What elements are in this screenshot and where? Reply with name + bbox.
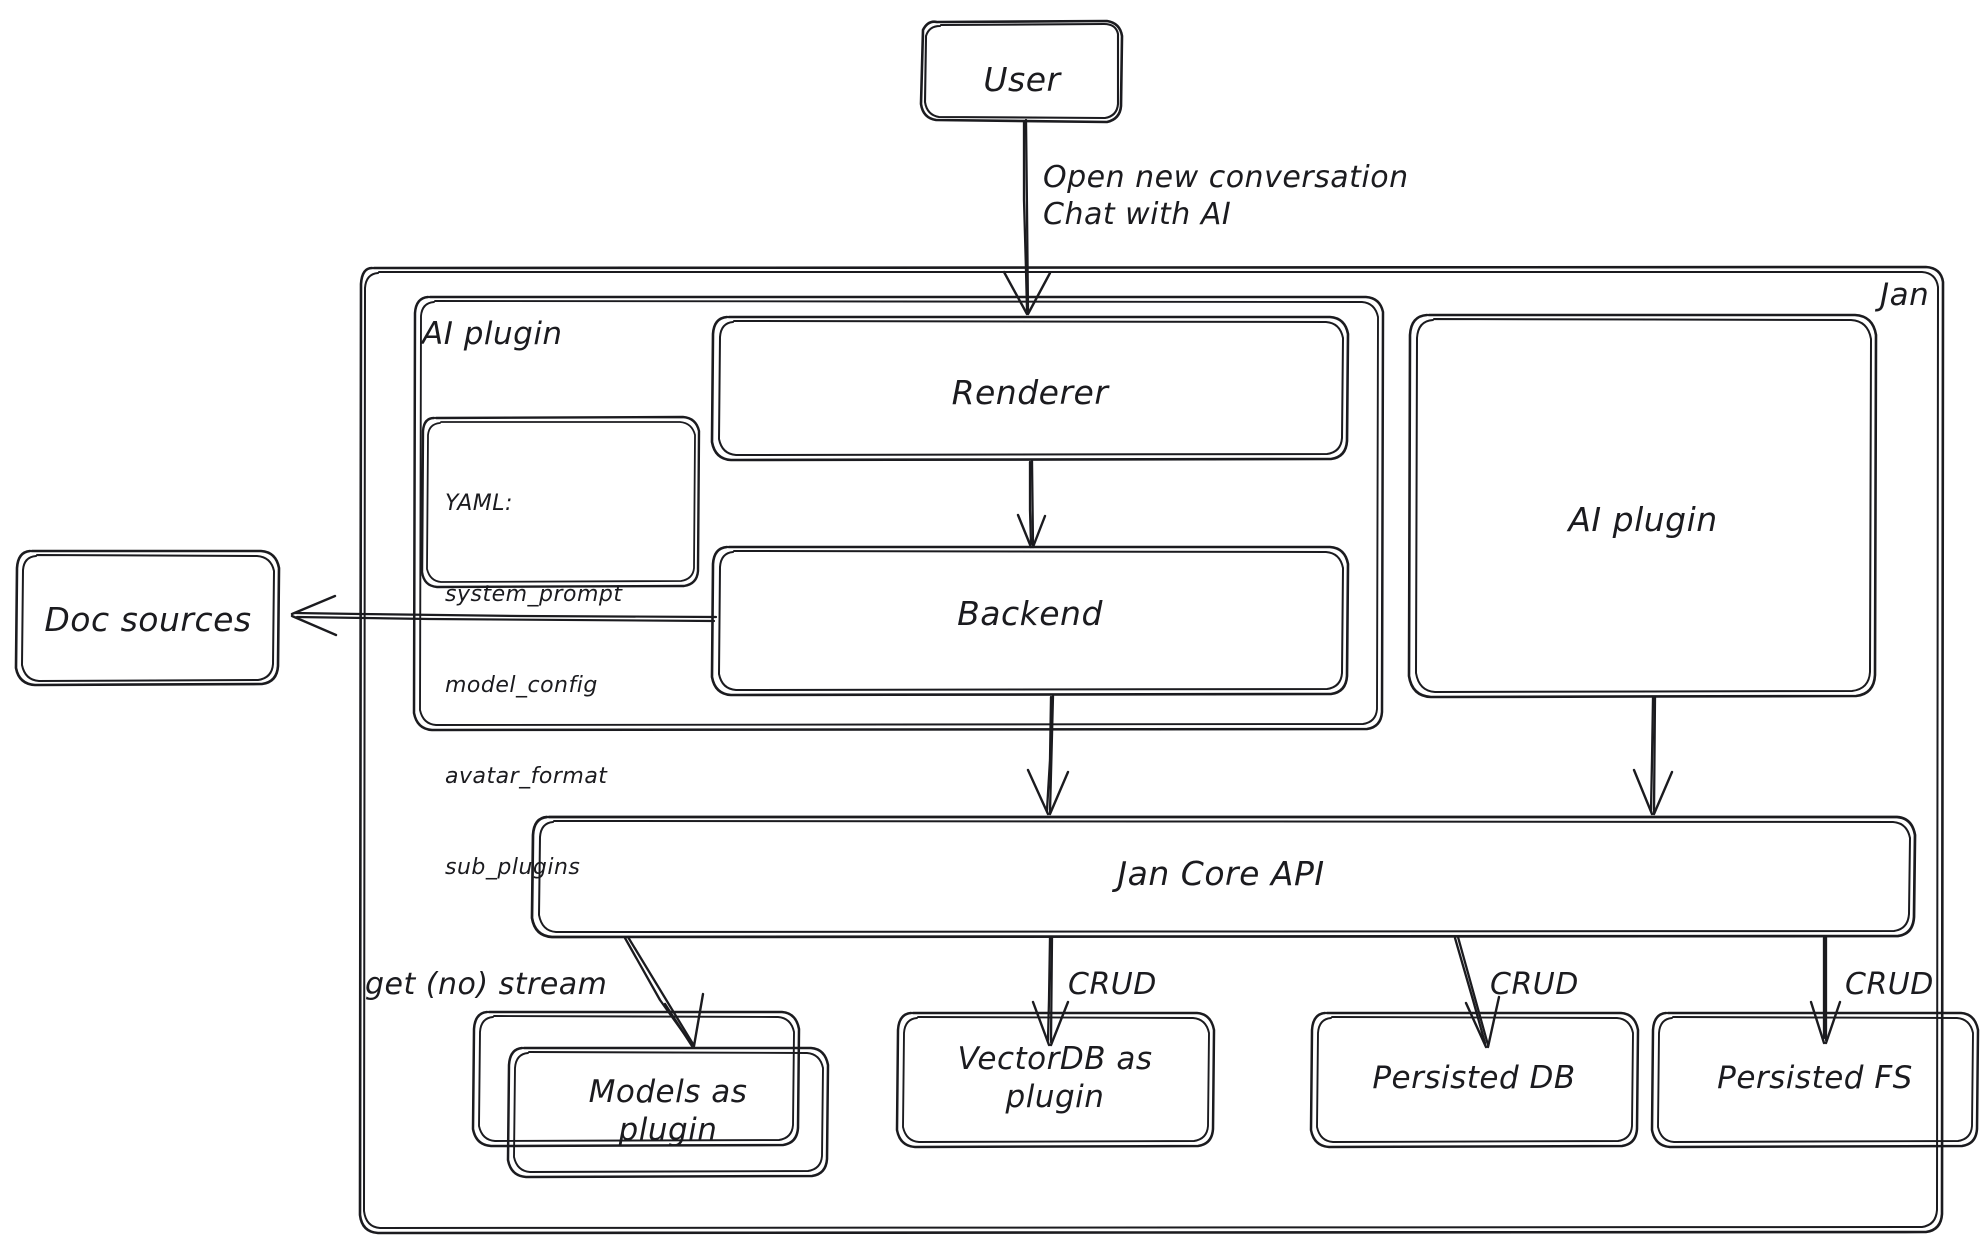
doc-sources-label: Doc sources xyxy=(44,599,252,639)
edge-label-user-to-renderer-text: Open new conversation Chat with AI xyxy=(1043,160,1409,232)
edge-label-core-to-persisted-db: CRUD xyxy=(1490,967,1579,1002)
vectordb-plugin-box-shape xyxy=(895,1011,1216,1149)
jan-container-label: Jan xyxy=(1880,277,1930,313)
edge-label-core-to-vectordb: CRUD xyxy=(1068,967,1157,1002)
ai-plugin-box-shape xyxy=(1407,313,1878,699)
arrow-core-to-persisted-db xyxy=(1453,935,1501,1049)
models-plugin-box-shape xyxy=(471,1010,830,1179)
edge-label-user-to-renderer: Open new conversation Chat with AI xyxy=(1043,160,1409,233)
arrow-core-to-vectordb xyxy=(1031,935,1070,1047)
models-plugin-label: Models as plugin xyxy=(588,1074,748,1148)
yaml-card-head: YAML: xyxy=(445,490,513,516)
edge-label-core-to-models: get (no) stream xyxy=(365,967,608,1002)
doc-sources-box-shape xyxy=(14,549,281,687)
persisted-fs-box-shape xyxy=(1650,1011,1980,1149)
ai-plugin-group-label: AI plugin xyxy=(422,316,563,352)
jan-container-shape xyxy=(358,265,1945,1235)
vectordb-plugin-label: VectorDB as plugin xyxy=(957,1041,1153,1115)
jan-core-api-label: Jan Core API xyxy=(1117,853,1325,893)
jan-core-api-box-shape xyxy=(530,815,1917,939)
backend-label: Backend xyxy=(957,593,1103,633)
persisted-fs-label: Persisted FS xyxy=(1717,1060,1913,1097)
yaml-card-line-3: sub_plugins xyxy=(445,855,581,881)
edge-label-core-to-persisted-fs: CRUD xyxy=(1845,967,1934,1002)
yaml-card-line-0: system_prompt xyxy=(445,581,623,607)
arrow-backend-to-doc-sources xyxy=(290,594,718,637)
user-box-shape xyxy=(919,19,1124,124)
arrow-backend-to-core xyxy=(1026,694,1070,816)
user-label: User xyxy=(983,59,1061,99)
yaml-card-content: YAML: system_prompt model_config avatar_… xyxy=(445,428,623,944)
yaml-card-shape xyxy=(420,415,701,589)
arrow-core-to-persisted-fs xyxy=(1809,935,1842,1045)
arrow-core-to-models xyxy=(623,935,705,1048)
persisted-db-label: Persisted DB xyxy=(1372,1060,1576,1097)
arrow-user-to-renderer xyxy=(1002,118,1052,316)
persisted-db-box-shape xyxy=(1309,1011,1640,1149)
ai-plugin-group-shape xyxy=(412,295,1385,732)
renderer-box-shape xyxy=(710,315,1350,462)
ai-plugin-box-label: AI plugin xyxy=(1568,499,1718,539)
yaml-card-line-2: avatar_format xyxy=(445,763,608,789)
arrow-ai-plugin-to-core xyxy=(1632,695,1674,816)
arrow-renderer-to-backend xyxy=(1016,459,1047,549)
backend-box-shape xyxy=(710,545,1350,697)
renderer-label: Renderer xyxy=(951,372,1109,412)
yaml-card-line-1: model_config xyxy=(445,672,598,698)
